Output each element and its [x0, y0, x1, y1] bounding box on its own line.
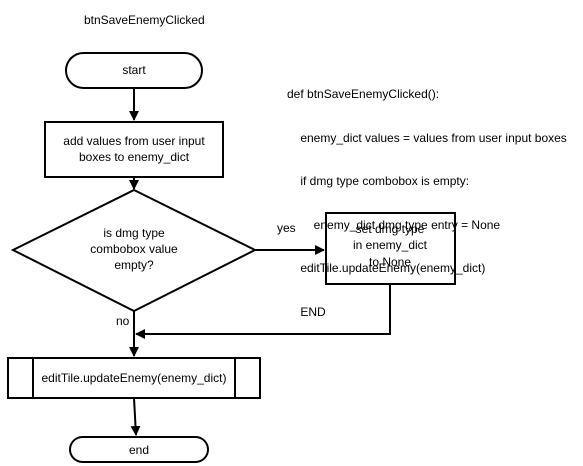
end-label: end [129, 443, 149, 457]
subroutine-label: editTile.updateEnemy(enemy_dict) [42, 371, 227, 385]
process-set-dmg-type [325, 212, 456, 285]
arrow-subroutine-to-end [130, 397, 141, 436]
arrow-yes-return [135, 284, 391, 339]
yes-process-line-1: set dmg type [356, 222, 425, 236]
pseudocode-line: def btnSaveEnemyClicked(): [287, 87, 440, 101]
decision-line-3: empty? [114, 258, 154, 272]
yes-process-line-2: in enemy_dict [353, 238, 428, 252]
pseudocode-line: editTile.updateEnemy(enemy_dict) [287, 261, 486, 275]
diagram-title: btnSaveEnemyClicked [84, 13, 205, 27]
decision-line-1: is dmg type [103, 226, 165, 240]
process-add-values [44, 121, 224, 178]
pseudocode-block: def btnSaveEnemyClicked(): enemy_dict va… [287, 58, 567, 334]
process-line-2: boxes to enemy_dict [79, 150, 190, 164]
yes-process-line-3: to None [369, 255, 411, 269]
yes-label: yes [277, 221, 296, 235]
process-line-1: add values from user input [63, 134, 205, 148]
pseudocode-line: if dmg type combobox is empty: [287, 174, 470, 188]
subroutine-update-enemy [7, 357, 261, 399]
pseudocode-line: enemy_dict values = values from user inp… [287, 130, 567, 145]
pseudocode-line: enemy_dict dmg type entry = None [287, 217, 501, 232]
pseudocode-line: END [287, 304, 326, 319]
start-label: start [122, 63, 146, 77]
no-label: no [116, 314, 130, 328]
end-terminal [69, 436, 209, 463]
decision-line-2: combobox value [90, 242, 178, 256]
